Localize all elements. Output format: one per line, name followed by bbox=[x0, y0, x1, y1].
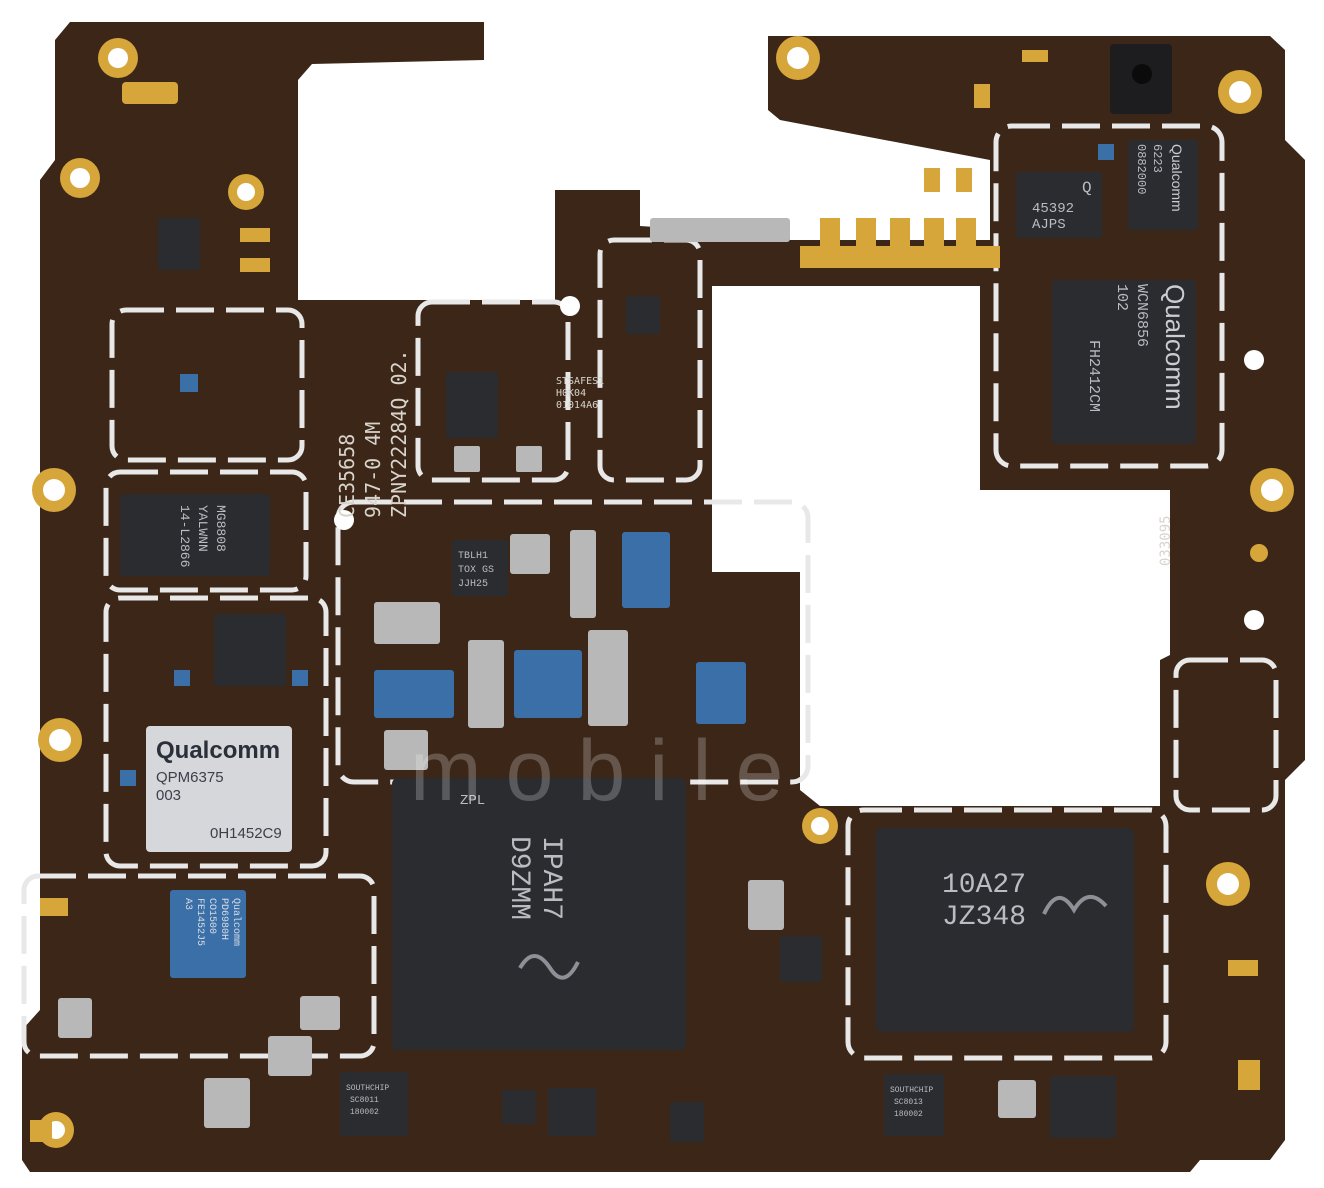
soc-line1: IPAH7 bbox=[535, 836, 566, 920]
shield-bottom-left bbox=[21, 873, 377, 1059]
bb-line3: CO1500 bbox=[206, 898, 217, 934]
silk-line-2: 947-0 4M bbox=[361, 422, 385, 518]
silk-line-1: CE35658 bbox=[335, 434, 359, 518]
south2-line1: SOUTHCHIP bbox=[890, 1086, 933, 1095]
chips-black bbox=[120, 140, 1198, 1142]
cutout-center bbox=[712, 286, 1170, 806]
soc-line2: D9ZMM bbox=[503, 836, 534, 920]
qtop-line2: 0882000 bbox=[1134, 144, 1148, 194]
wcn-model: WCN6856 bbox=[1133, 284, 1150, 347]
bb-line1: Qualcomm bbox=[230, 898, 242, 946]
q45392-line1: 45392 bbox=[1032, 201, 1074, 217]
gold-pads bbox=[30, 50, 1268, 1142]
board-code: 033095 bbox=[1158, 515, 1174, 566]
qpm-rev: 003 bbox=[156, 787, 181, 804]
bb-line2: PD6980H bbox=[218, 898, 229, 940]
chips-blue bbox=[120, 144, 1114, 978]
bb-line4: FE1452J5 bbox=[194, 898, 205, 946]
shield-right-small bbox=[1173, 657, 1279, 813]
wcn6856-labels: Qualcomm WCN6856 102 FH2412CM bbox=[1085, 284, 1190, 412]
shield-wifi bbox=[993, 123, 1225, 469]
silkscreen-block: CE35658 947-0 4M ZPNY22284Q 02. bbox=[335, 349, 411, 518]
wcn-rev: 102 bbox=[1113, 284, 1130, 311]
wcn-lot: FH2412CM bbox=[1085, 340, 1102, 412]
shield-top-center2 bbox=[597, 237, 703, 483]
south1-line3: 180002 bbox=[350, 1108, 379, 1117]
soc-labels: IPAH7 D9ZMM bbox=[503, 836, 566, 920]
micron-logo-soc bbox=[518, 954, 580, 980]
shield-ram bbox=[845, 807, 1169, 1061]
qtop-brand: Qualcomm bbox=[1169, 144, 1185, 212]
south2-line2: SC8013 bbox=[894, 1098, 923, 1107]
soc-line3: ZPL bbox=[460, 793, 485, 809]
qpm6375-chip bbox=[146, 726, 292, 852]
south1-line1: SOUTHCHIP bbox=[346, 1084, 389, 1093]
qpm-model: QPM6375 bbox=[156, 769, 224, 786]
mem-line2: YALWNN bbox=[195, 505, 210, 552]
passive-components bbox=[58, 218, 1036, 1128]
shield-left-qpm bbox=[103, 595, 329, 869]
q45392-line2: AJPS bbox=[1032, 217, 1066, 233]
mem-left-labels: MG8808 YALWNN 14-L2866 bbox=[177, 505, 228, 567]
blue-bottom-labels: Qualcomm PD6980H CO1500 FE1452J5 A3 bbox=[182, 898, 242, 946]
micron-logo-ram bbox=[1042, 895, 1108, 915]
tbl-line2: TOX GS bbox=[458, 565, 494, 576]
bb-line5: A3 bbox=[182, 898, 193, 910]
watermark-text: mobile bbox=[410, 723, 807, 819]
tbl-line3: JJH25 bbox=[458, 579, 488, 590]
south1-line2: SC8011 bbox=[350, 1096, 379, 1105]
stsafe-line1: STSAFES1 bbox=[556, 376, 604, 387]
qualcomm-top-labels: Qualcomm 6223 0882000 bbox=[1134, 144, 1185, 212]
shield-left-mid bbox=[103, 469, 309, 593]
tbl-line1: TBLH1 bbox=[458, 551, 488, 562]
qpm-lot: 0H1452C9 bbox=[210, 825, 282, 842]
stsafe-line2: H0K04 bbox=[556, 388, 586, 399]
south2-line3: 180002 bbox=[894, 1110, 923, 1119]
q45392-mark: Q bbox=[1082, 179, 1092, 197]
qtop-line1: 6223 bbox=[1150, 144, 1164, 173]
qpm-brand: Qualcomm bbox=[156, 737, 280, 764]
shield-top-center bbox=[415, 299, 571, 483]
wcn-brand: Qualcomm bbox=[1160, 284, 1190, 410]
stsafe-line3: 01014A6 bbox=[556, 400, 598, 411]
ram-line2: JZ348 bbox=[942, 902, 1026, 933]
mem-line3: 14-L2866 bbox=[177, 505, 192, 567]
mem-line1: MG8808 bbox=[213, 505, 228, 552]
ram-line1: 10A27 bbox=[942, 870, 1026, 901]
silk-line-3: ZPNY22284Q 02. bbox=[387, 349, 411, 518]
shield-left-upper bbox=[109, 307, 305, 463]
